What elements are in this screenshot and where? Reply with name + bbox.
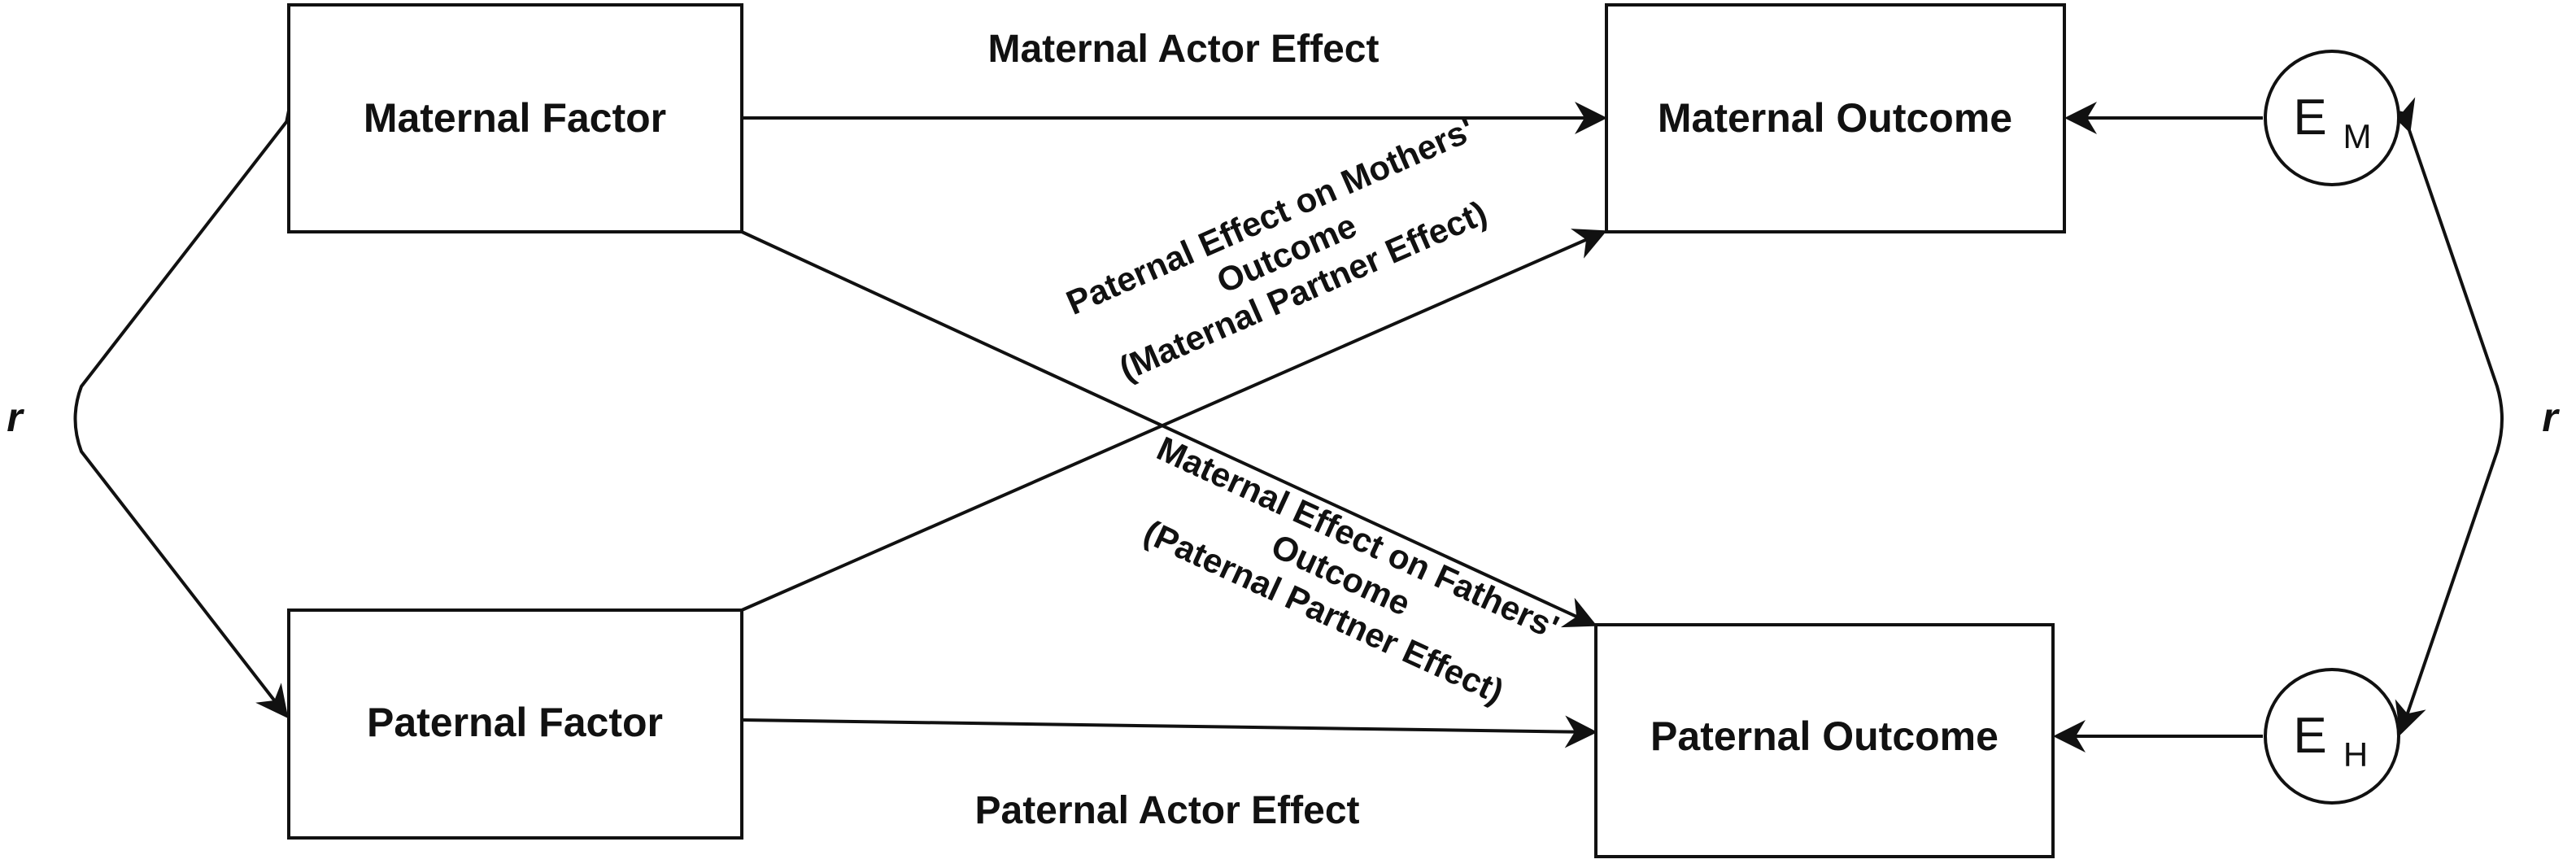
- error-paternal-subscript: H: [2343, 735, 2368, 774]
- left-r-label: r: [7, 395, 24, 440]
- maternal-factor-box: [287, 3, 743, 233]
- error-paternal-circle: [2264, 668, 2400, 805]
- paternal-outcome-box: [1594, 623, 2055, 858]
- error-maternal-subscript: M: [2343, 117, 2372, 155]
- right-correlation-arc: [2384, 97, 2504, 735]
- paternal-partner-label: Paternal Effect on Mothers' Outcome (Mat…: [1061, 110, 1493, 388]
- maternal-partner-label: Maternal Effect on Fathers' Outcome (Pat…: [1138, 429, 1564, 710]
- error-paternal-label: E: [2293, 708, 2326, 764]
- maternal-partner-arrow: [741, 230, 1597, 628]
- left-correlation-arc: [73, 89, 317, 719]
- error-maternal-circle: [2264, 50, 2400, 186]
- maternal-outcome-label: Maternal Outcome: [1658, 95, 2012, 141]
- paternal-actor-arrow: [741, 715, 1597, 748]
- maternal-actor-label: Maternal Actor Effect: [988, 28, 1380, 71]
- paternal-outcome-label: Paternal Outcome: [1650, 713, 1998, 759]
- paternal-factor-box: [287, 608, 743, 840]
- maternal-factor-label: Maternal Factor: [364, 95, 666, 141]
- paternal-partner-arrow: [741, 229, 1607, 612]
- maternal-outcome-box: [1605, 3, 2066, 233]
- paternal-actor-label: Paternal Actor Effect: [974, 789, 1359, 832]
- paternal-factor-label: Paternal Factor: [367, 700, 663, 745]
- right-r-label: r: [2542, 395, 2560, 440]
- error-maternal-label: E: [2293, 89, 2326, 146]
